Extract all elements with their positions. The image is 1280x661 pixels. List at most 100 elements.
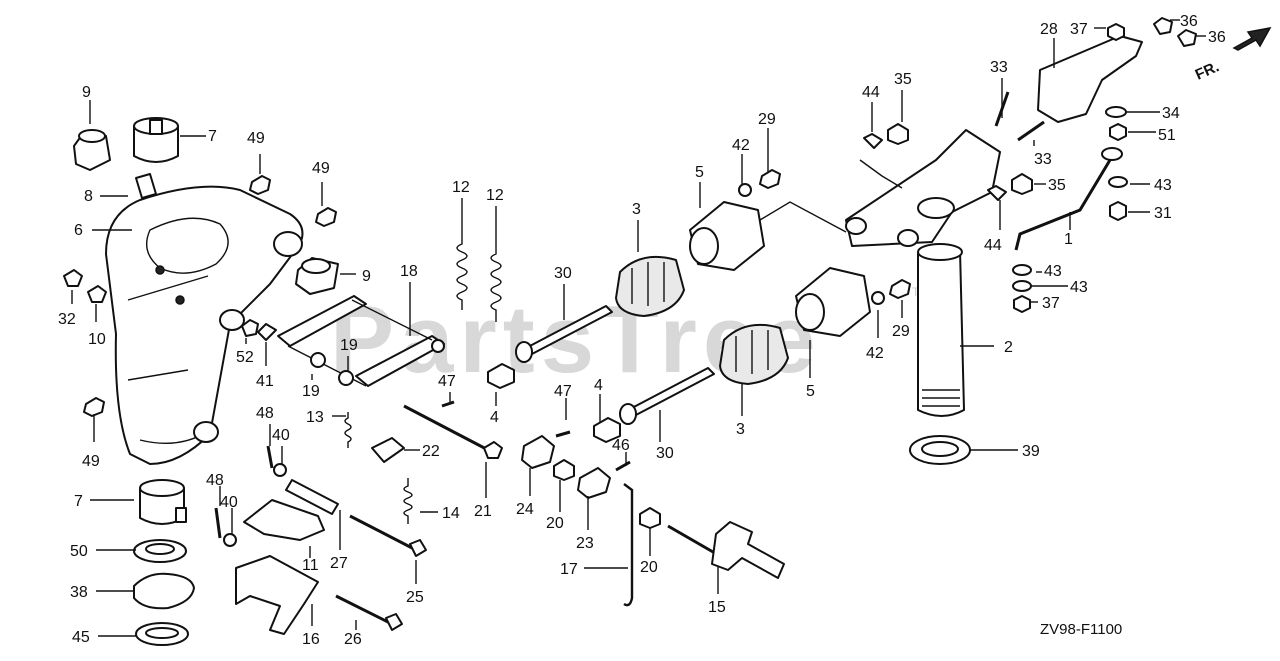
part-3-mount-upper [615, 256, 685, 317]
part-36-cap-a [1153, 17, 1173, 35]
label-20-a: 20 [546, 515, 564, 532]
label-45: 45 [72, 629, 90, 646]
part-26-head [385, 613, 403, 631]
part-7-collar-bottom [139, 479, 187, 525]
label-33-a: 33 [990, 59, 1008, 76]
label-37-top: 37 [1070, 21, 1088, 38]
part-46-pin [615, 460, 631, 472]
part-42-washer-upper [738, 183, 752, 197]
label-12-b: 12 [486, 187, 504, 204]
label-47-a: 47 [438, 373, 456, 390]
label-52: 52 [236, 349, 254, 366]
part-22-bracket [371, 437, 405, 463]
label-13: 13 [306, 409, 324, 426]
part-29-bolt-upper [759, 169, 781, 189]
leader-lines [71, 19, 1206, 637]
part-49-bolts [83, 175, 337, 417]
part-25-rod [349, 514, 417, 552]
part-14-spring [403, 478, 413, 524]
label-7-top: 7 [208, 128, 217, 145]
label-49-c: 49 [82, 453, 100, 470]
label-35-a: 35 [894, 71, 912, 88]
part-19-collar-a [310, 352, 326, 368]
label-29-a: 29 [758, 111, 776, 128]
label-12-a: 12 [452, 179, 470, 196]
label-11: 11 [302, 557, 319, 574]
part-graphics [63, 17, 1272, 646]
label-9-mid: 9 [362, 268, 371, 285]
label-40-a: 40 [272, 427, 290, 444]
part-25-head [409, 539, 427, 557]
label-43-a: 43 [1154, 177, 1172, 194]
label-44-b: 44 [984, 237, 1002, 254]
label-16: 16 [302, 631, 320, 648]
part-44-clip-lower [987, 185, 1007, 201]
label-25: 25 [406, 589, 424, 606]
label-29-b: 29 [892, 323, 910, 340]
part-37-nut-bottom [1013, 295, 1031, 313]
part-8-pad [135, 173, 157, 199]
part-labels: 9 7 8 6 49 49 9 32 10 52 41 49 7 50 38 4… [58, 13, 1226, 648]
label-36-a: 36 [1180, 13, 1198, 30]
part-37-nut-top [1107, 23, 1125, 41]
part-44-link-line [859, 159, 903, 189]
label-38: 38 [70, 584, 88, 601]
label-34: 34 [1162, 105, 1180, 122]
label-1: 1 [1064, 231, 1073, 248]
part-41-clip [257, 323, 277, 341]
part-11-bracket [243, 499, 325, 541]
label-5-a: 5 [695, 164, 704, 181]
part-52-nut [241, 319, 259, 337]
part-43-washer-c [1012, 280, 1032, 292]
label-6: 6 [74, 222, 83, 239]
label-49-b: 49 [312, 160, 330, 177]
part-7-collar-top [133, 117, 179, 163]
label-42-a: 42 [732, 137, 750, 154]
label-2: 2 [1004, 339, 1013, 356]
label-27: 27 [330, 555, 348, 572]
label-24: 24 [516, 501, 534, 518]
label-18: 18 [400, 263, 418, 280]
part-32-bolt [63, 269, 83, 287]
label-30-a: 30 [554, 265, 572, 282]
part-38-plate [133, 572, 195, 610]
part-51-collar [1109, 123, 1127, 141]
label-37-bottom: 37 [1042, 295, 1060, 312]
part-34-washer [1105, 106, 1127, 118]
label-20-b: 20 [640, 559, 658, 576]
part-24-bracket [521, 435, 555, 469]
label-23: 23 [576, 535, 594, 552]
label-8: 8 [84, 188, 93, 205]
part-47-pin-b [555, 430, 571, 438]
part-35-nut-lower [1011, 173, 1033, 195]
label-3-b: 3 [736, 421, 745, 438]
front-indicator-text: FR. [1193, 58, 1222, 83]
label-46: 46 [612, 437, 630, 454]
part-36-cap-b [1177, 29, 1197, 47]
label-14: 14 [442, 505, 460, 522]
part-20-collar-b [639, 507, 661, 529]
label-7-bottom: 7 [74, 493, 83, 510]
diagram-code: ZV98-F1100 [1040, 621, 1122, 638]
label-50: 50 [70, 543, 88, 560]
label-39: 39 [1022, 443, 1040, 460]
part-4-bushing-a [487, 363, 515, 389]
label-9-top: 9 [82, 84, 91, 101]
label-4-a: 4 [490, 409, 499, 426]
part-40-washer-lower [223, 533, 237, 547]
label-3-a: 3 [632, 201, 641, 218]
label-17: 17 [560, 561, 578, 578]
part-50-seal [133, 539, 187, 563]
part-4-bushing-b [593, 417, 621, 443]
label-15: 15 [708, 599, 726, 616]
label-42-b: 42 [866, 345, 884, 362]
part-33-stud-lower [1017, 120, 1045, 142]
part-12-spring-right [490, 242, 502, 322]
part-43-washer-b [1012, 264, 1032, 276]
label-44-a: 44 [862, 84, 880, 101]
part-48-pin-lower [214, 507, 222, 539]
label-43-c: 43 [1070, 279, 1088, 296]
part-3-mount-lower [719, 324, 789, 385]
part-44-clip-upper [863, 133, 883, 149]
